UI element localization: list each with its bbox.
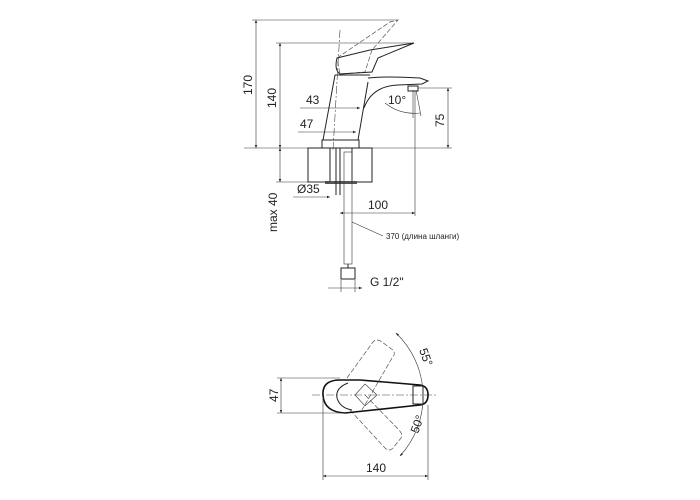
body-base — [321, 139, 360, 149]
angle-55-label: 55° — [416, 346, 435, 368]
angle-10-label: 10° — [388, 93, 406, 107]
mounting-plate — [325, 181, 357, 184]
countertop-section-right — [351, 147, 373, 183]
top-view: 55° 50° 47 140 — [267, 332, 436, 480]
handle-rotated-50 — [349, 394, 403, 451]
dim-140-label: 140 — [265, 88, 279, 108]
hose-length-label: 370 (длина шланги) — [386, 232, 459, 241]
faucet-top-body — [322, 379, 429, 414]
hose-fitting — [340, 267, 356, 280]
handle-rotated-55 — [346, 339, 395, 411]
hose — [343, 151, 353, 265]
rotation-arc — [395, 332, 424, 457]
angle-ref-line — [415, 89, 422, 117]
dim-140-top-label: 140 — [366, 461, 386, 475]
side-view: 170 140 43 47 10° 75 max 40 — [241, 19, 459, 292]
thread-label: G 1/2" — [370, 275, 404, 289]
angle-arc — [384, 102, 421, 114]
dim-100-label: 100 — [368, 198, 388, 212]
dim-max40-label: max 40 — [266, 192, 280, 232]
dim-170-label: 170 — [241, 75, 255, 95]
dim-47-top-label: 47 — [267, 388, 281, 402]
dim-d35-label: Ø35 — [297, 182, 320, 196]
dim-75-label: 75 — [433, 113, 447, 127]
dim-47-label: 47 — [300, 117, 314, 131]
angle-50-label: 50° — [408, 413, 427, 435]
faucet-body — [322, 74, 369, 141]
lever-diamond — [354, 383, 378, 407]
axis-line — [332, 29, 341, 151]
leader-line — [351, 221, 384, 237]
lever — [335, 42, 415, 75]
countertop-section-left — [307, 147, 331, 183]
dim-43-label: 43 — [306, 93, 320, 107]
lever-top — [336, 382, 353, 411]
spout — [363, 76, 430, 109]
